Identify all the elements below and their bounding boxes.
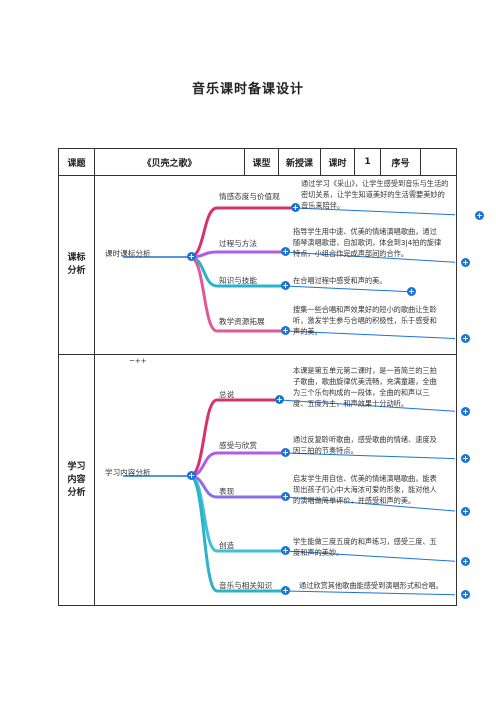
page-title: 音乐课时备课设计 — [191, 82, 304, 97]
standards-mindmap: 课时课标分析 + 情感态度与价值观 + 通过学习《采山》，让学生感受到音乐与生活… — [95, 176, 484, 354]
branch-skills-desc: 在合唱过程中感受和声的美。 — [293, 276, 387, 285]
content-marker: ~++ — [129, 357, 147, 365]
branch-appreciation: 感受与欣赏 — [219, 441, 257, 450]
branch-related-knowledge: 音乐与相关知识 — [219, 581, 273, 590]
content-mindmap: ~++ 学习内容分析 + 总说 + 本课 — [95, 355, 470, 605]
branch-overview-desc: 本课是第五单元第二课时，是一首简兰的三拍子歌曲，歌曲旋律优美流畅，充满童趣，全曲… — [293, 366, 437, 408]
standards-root-node: 课时课标分析 — [105, 249, 151, 258]
content-label-line1: 学习 — [67, 461, 86, 472]
expand-plus-icon[interactable]: + — [281, 586, 290, 595]
branch-appreciation-desc: 通过反复聆听歌曲，感受歌曲的情绪、速度及因三拍的节奏特点。 — [293, 435, 437, 455]
branch-related-knowledge-desc: 通过欣赏其他歌曲能感受到演唱形式和合唱。 — [299, 581, 443, 590]
branch-performance-desc: 启发学生用自信、优美的情绪演唱歌曲，能表现出孩子们心中大海浓可爱的形象，能对他人… — [293, 474, 437, 505]
expand-plus-icon[interactable]: + — [461, 334, 470, 343]
branch-process-desc: 指导学生用中速、优美的情绪演唱歌曲，通过随琴演唱歌谱，自加歌词，体会到3|4拍的… — [293, 227, 442, 258]
expand-plus-icon[interactable]: + — [187, 252, 196, 261]
expand-plus-icon[interactable]: + — [187, 471, 196, 480]
branch-resources-desc: 搜集一些合唱和声效果好的短小的歌曲让生聆听，激发学生参与合唱的积极性，乐于感受和… — [293, 305, 437, 336]
header-cell-seq — [420, 148, 457, 176]
expand-plus-icon[interactable]: + — [281, 492, 290, 501]
branch-emotion: 情感态度与价值观 — [219, 192, 280, 201]
expand-plus-icon[interactable]: + — [281, 281, 290, 290]
expand-plus-icon[interactable]: + — [461, 407, 470, 416]
expand-plus-icon[interactable]: + — [461, 258, 470, 267]
header-cell-type: 新授课 — [278, 148, 321, 176]
expand-plus-icon[interactable]: + — [461, 507, 470, 516]
branch-overview: 总说 — [219, 390, 235, 399]
header-cell-period: 1 — [354, 148, 381, 176]
standards-label-line2: 分析 — [67, 266, 86, 276]
branch-performance: 表现 — [219, 487, 235, 496]
content-mindmap-cell: ~++ 学习内容分析 + 总说 + 本课 — [94, 354, 470, 606]
branch-creation-desc: 学生能做三度五度的和声练习，感受三度、五度和声的美妙。 — [293, 537, 437, 557]
content-row: 学习 内容 分析 ~++ 学习内 — [58, 354, 470, 606]
content-label: 学习 内容 分析 — [58, 354, 95, 606]
header-cell-topic-label: 课题 — [58, 148, 95, 176]
content-root-node: 学习内容分析 — [105, 468, 151, 477]
expand-plus-icon[interactable]: + — [281, 448, 290, 457]
content-label-line2: 内容 — [67, 474, 86, 485]
standards-mindmap-cell: 课时课标分析 + 情感态度与价值观 + 通过学习《采山》，让学生感受到音乐与生活… — [94, 175, 484, 355]
header-cell-seq-label: 序号 — [380, 148, 421, 176]
branch-skills: 知识与技能 — [219, 276, 257, 285]
branch-process: 过程与方法 — [219, 239, 257, 248]
expand-plus-icon[interactable]: + — [275, 395, 284, 404]
expand-plus-icon[interactable]: + — [281, 247, 290, 256]
branch-creation: 创造 — [219, 541, 235, 550]
branch-emotion-desc: 通过学习《采山》，让学生感受到音乐与生活的密切关系，让学生知道美好的生活需要美妙… — [301, 179, 449, 210]
content-label-line3: 分析 — [67, 487, 86, 498]
standards-label-line1: 课标 — [67, 253, 86, 263]
standards-row: 课标 分析 课时课标分析 + 情感态度与价值观 + — [58, 175, 484, 355]
header-cell-period-label: 课时 — [320, 148, 355, 176]
expand-plus-icon[interactable]: + — [461, 454, 470, 463]
expand-plus-icon[interactable]: + — [281, 326, 290, 335]
expand-plus-icon[interactable]: + — [291, 203, 300, 212]
standards-label: 课标 分析 — [58, 175, 95, 355]
header-row: 课题 《贝壳之歌》 课型 新授课 课时 1 序号 — [58, 148, 457, 176]
expand-plus-icon[interactable]: + — [281, 546, 290, 555]
expand-plus-icon[interactable]: + — [475, 211, 484, 220]
header-cell-type-label: 课型 — [244, 148, 279, 176]
branch-resources: 教学资源拓展 — [219, 317, 265, 326]
expand-plus-icon[interactable]: + — [461, 557, 470, 566]
lesson-plan-table: 课题 《贝壳之歌》 课型 新授课 课时 1 序号 课标 分析 — [58, 148, 484, 606]
expand-plus-icon[interactable]: + — [407, 287, 416, 296]
expand-plus-icon[interactable]: + — [461, 590, 470, 599]
header-cell-topic: 《贝壳之歌》 — [94, 148, 245, 176]
